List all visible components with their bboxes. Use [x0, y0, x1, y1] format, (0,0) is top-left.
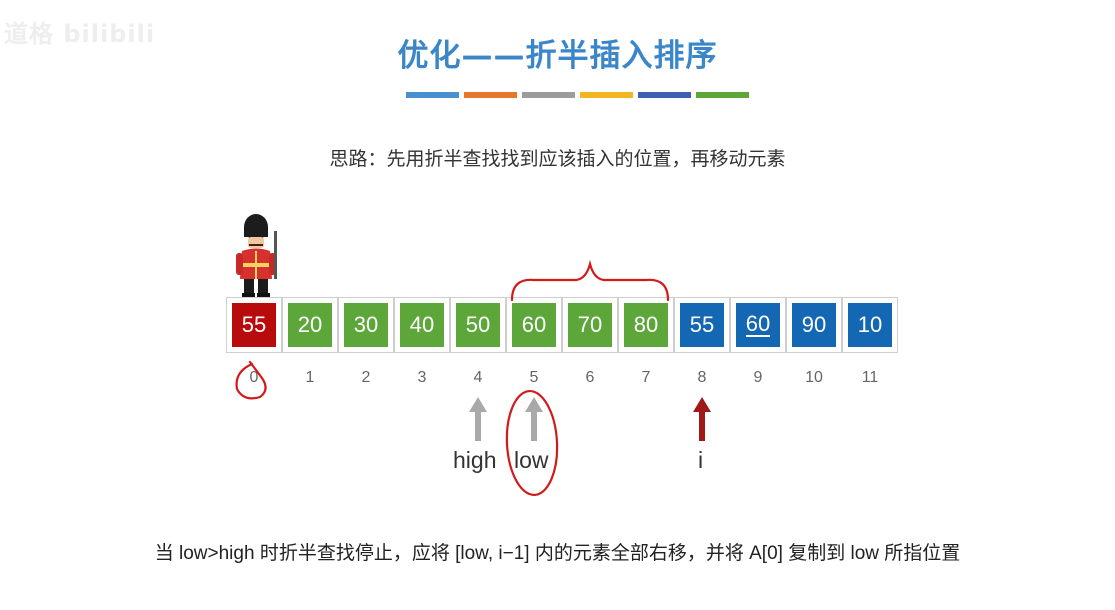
low-arrow-icon	[525, 397, 543, 441]
cell-value-text: 50	[465, 312, 491, 337]
i-arrow-icon	[693, 397, 711, 441]
array-cell-value: 20	[288, 303, 332, 347]
array-cell-value: 80	[624, 303, 668, 347]
cell-value-text: 40	[409, 312, 435, 337]
array-cell-value: 60	[736, 303, 780, 347]
title-bar-segment	[522, 92, 575, 98]
title-bar-segment	[696, 92, 749, 98]
cell-value-text: 70	[577, 312, 603, 337]
array-index: 4	[473, 369, 483, 386]
cell-value-text: 60	[745, 311, 771, 337]
array-index: 0	[249, 369, 259, 386]
array-index: 9	[753, 369, 763, 386]
title-bar-segment	[580, 92, 633, 98]
cell-value-text: 30	[353, 312, 379, 337]
array-cell: 55	[226, 297, 282, 353]
cell-value-text: 20	[297, 312, 323, 337]
array-cell-value: 50	[456, 303, 500, 347]
array-cell: 50	[450, 297, 506, 353]
subtitle: 思路：先用折半查找找到应该插入的位置，再移动元素	[329, 148, 786, 170]
array-cell-value: 70	[568, 303, 612, 347]
cell-value-text: 55	[241, 312, 267, 337]
array-indices: 0 1 2 3 4 5 6 7 8 9 10 11	[226, 369, 898, 387]
title-bar-segment	[638, 92, 691, 98]
array-cell-value: 10	[848, 303, 892, 347]
i-pointer-label: i	[698, 447, 704, 473]
array-cell: 55	[674, 297, 730, 353]
array-cell: 90	[786, 297, 842, 353]
low-pointer-label: low	[514, 447, 549, 473]
title-bar-segment	[406, 92, 459, 98]
page-title: 优化——折半插入排序	[397, 38, 718, 74]
array-cell-value: 90	[792, 303, 836, 347]
array-cell: 20	[282, 297, 338, 353]
cell-value-text: 80	[633, 312, 659, 337]
title-color-bar	[406, 92, 749, 98]
array-cell-value: 55	[680, 303, 724, 347]
array-index: 1	[305, 369, 315, 386]
watermark: 道格 bilibili	[4, 20, 156, 48]
high-arrow-icon	[469, 397, 487, 441]
array-index: 8	[697, 369, 707, 386]
array-index: 6	[585, 369, 595, 386]
array-index: 5	[529, 369, 539, 386]
array-cell: 10	[842, 297, 898, 353]
array-cell: 40	[394, 297, 450, 353]
array-cell: 60	[730, 297, 786, 353]
array-cell: 70	[562, 297, 618, 353]
array-index: 2	[361, 369, 371, 386]
array-cell: 30	[338, 297, 394, 353]
array-cell-value: 40	[400, 303, 444, 347]
array-cell-value: 60	[512, 303, 556, 347]
title-bar-segment	[464, 92, 517, 98]
cell-value-text: 10	[857, 312, 883, 337]
cell-value-text: 90	[801, 312, 827, 337]
guard-soldier-icon	[236, 214, 277, 298]
explanation-text: 当 low>high 时折半查找停止，应将 [low, i−1] 内的元素全部右…	[154, 543, 961, 564]
array-index: 3	[417, 369, 427, 386]
array-index: 11	[861, 369, 879, 386]
array-cells: 55 20 30 40 50 60 70 80 55 60 90 10	[226, 297, 898, 353]
array-cell: 60	[506, 297, 562, 353]
array-cell-value: 55	[232, 303, 276, 347]
array-index: 7	[641, 369, 651, 386]
high-pointer-label: high	[453, 447, 497, 473]
low-pointer-circle	[505, 389, 559, 497]
array-cell: 80	[618, 297, 674, 353]
moved-range-brace	[510, 259, 670, 302]
cell-value-text: 55	[689, 312, 715, 337]
array-cell-value: 30	[344, 303, 388, 347]
array-index: 10	[805, 369, 823, 386]
cell-value-text: 60	[521, 312, 547, 337]
